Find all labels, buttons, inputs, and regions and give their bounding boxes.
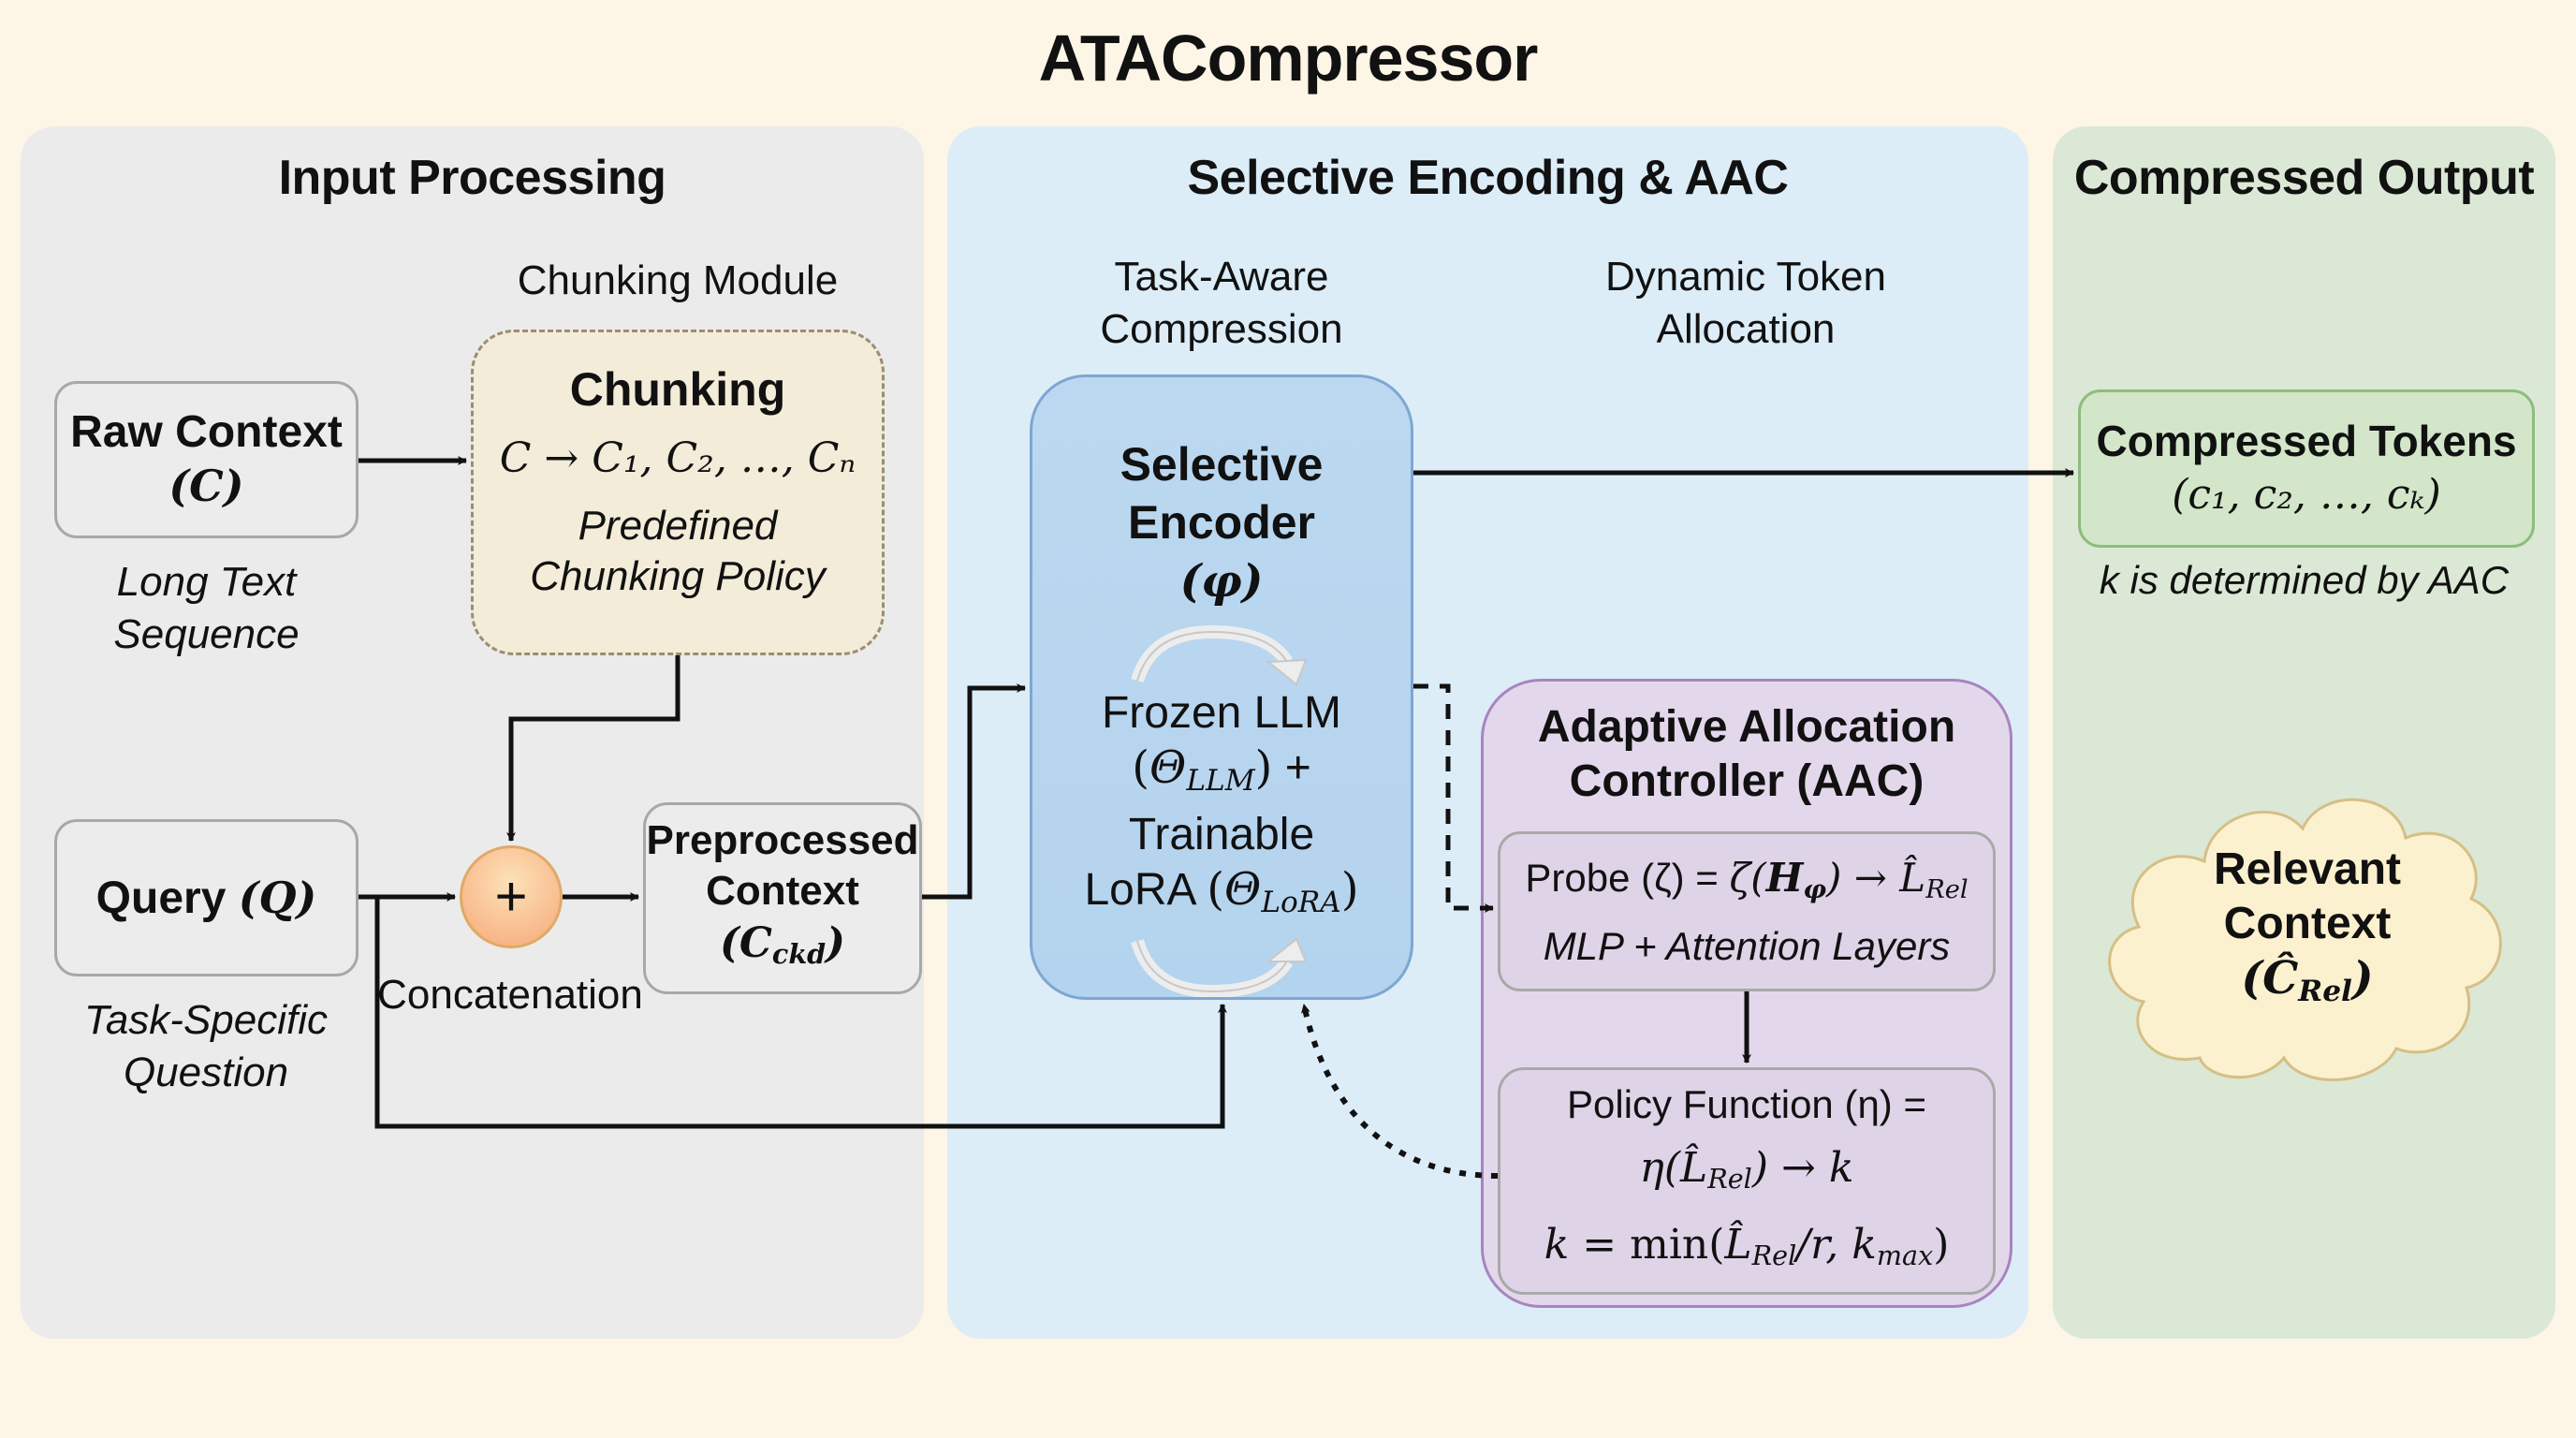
probe-box[interactable]: Probe (ζ) = ζ(Hφ) → L̂Rel MLP + Attentio… <box>1498 831 1996 991</box>
input-processing-panel <box>21 126 924 1339</box>
theta-lora-base: Θ <box>1223 863 1262 916</box>
raw-context-caption: Long Text Sequence <box>54 556 359 661</box>
encoder-title-line1: Selective <box>1120 438 1324 491</box>
encoder-title-line2: Encoder <box>1127 496 1316 549</box>
policy-line2: η(L̂Rel) → k <box>1639 1136 1853 1211</box>
concatenation-label: Concatenation <box>377 972 643 1018</box>
relevant-line2: Context <box>2223 899 2392 948</box>
dynamic-line1: Dynamic Token <box>1605 254 1886 300</box>
cycle-arrow-bottom-icon <box>1131 937 1308 997</box>
chunking-title: Chunking <box>569 363 786 416</box>
preprocessed-symbol-sub: ckd <box>771 938 827 971</box>
raw-context-caption-line1: Long Text <box>116 559 297 605</box>
raw-context-caption-line2: Sequence <box>113 611 300 657</box>
query-title: Query <box>95 873 239 923</box>
raw-context-symbol: (C) <box>168 461 244 511</box>
relevant-symbol: (ĈRel) <box>2241 952 2374 1008</box>
raw-context-box[interactable]: Raw Context (C) <box>54 381 359 538</box>
aac-title-line2: Controller (AAC) <box>1569 756 1925 806</box>
probe-L: L̂ <box>1899 855 1926 902</box>
lora-prefix: LoRA <box>1084 865 1208 915</box>
compressed-tokens-caption: k is determined by AAC <box>2099 558 2510 602</box>
task-aware-line1: Task-Aware <box>1114 254 1329 300</box>
relevant-line1: Relevant <box>2213 844 2402 894</box>
theta-llm-plus: + <box>1272 743 1311 794</box>
theta-llm-base: Θ <box>1149 741 1187 795</box>
theta-llm-line: (ΘLLM) + <box>1132 741 1311 798</box>
dynamic-token-label: Dynamic Token Allocation <box>1535 251 1956 356</box>
compressed-output-panel <box>2053 126 2555 1339</box>
query-caption: Task-Specific Question <box>37 994 374 1099</box>
task-aware-label: Task-Aware Compression <box>1039 251 1404 356</box>
policy-suffix: ) → k <box>1751 1144 1854 1193</box>
cycle-arrow-top-icon <box>1131 624 1308 686</box>
policy-eta: η( <box>1639 1144 1681 1193</box>
selective-encoder-box[interactable]: Selective Encoder (φ) Frozen LLM (ΘLLM) … <box>1030 374 1413 1000</box>
chunking-module-label: Chunking Module <box>517 257 839 303</box>
policy-L-sub: Rel <box>1707 1163 1752 1196</box>
probe-zeta: ζ( <box>1729 855 1766 902</box>
aac-title: Adaptive Allocation Controller (AAC) <box>1481 700 2012 809</box>
probe-H: H <box>1765 855 1804 902</box>
policy-L: L̂ <box>1680 1144 1708 1193</box>
policy-k-eq: k = <box>1544 1220 1631 1269</box>
policy3-kmax-sub: max <box>1876 1239 1934 1271</box>
plus-icon: + <box>494 865 528 928</box>
preprocessed-symbol-base: C <box>739 918 772 967</box>
chunking-box[interactable]: Chunking C → C₁, C₂, …, Cₙ Predefined Ch… <box>471 330 885 655</box>
theta-lora-sub: LoRA <box>1261 885 1341 919</box>
selective-encoding-heading: Selective Encoding & AAC <box>1187 151 1790 205</box>
preprocessed-line1: Preprocessed <box>646 816 919 863</box>
input-processing-heading: Input Processing <box>278 151 666 205</box>
aac-title-line1: Adaptive Allocation <box>1537 702 1956 752</box>
relevant-context-cloud <box>2108 798 2502 1081</box>
compressed-tokens-symbol: (c₁, c₂, …, cₖ) <box>2172 470 2441 519</box>
chunking-policy-line2: Chunking Policy <box>530 553 826 599</box>
policy-min: min( <box>1630 1220 1725 1269</box>
probe-layers: MLP + Attention Layers <box>1543 923 1951 968</box>
query-caption-line1: Task-Specific <box>83 997 329 1043</box>
probe-H-sub: φ <box>1803 873 1827 904</box>
probe-arrow: ) → <box>1826 855 1900 902</box>
preprocessed-symbol: (Cckd) <box>720 918 845 971</box>
dynamic-line2: Allocation <box>1656 306 1836 352</box>
relevant-symbol-sub: Rel <box>2298 974 2352 1008</box>
compressed-output-heading: Compressed Output <box>2073 151 2535 205</box>
compressed-tokens-title: Compressed Tokens <box>2096 416 2517 465</box>
relevant-symbol-base: Ĉ <box>2262 952 2299 1005</box>
policy-box[interactable]: Policy Function (η) = η(L̂Rel) → k k = m… <box>1498 1067 1996 1295</box>
raw-context-title: Raw Context <box>70 407 343 457</box>
policy3-L-sub: Rel <box>1751 1239 1797 1271</box>
lora-line: LoRA (ΘLoRA) <box>1084 863 1359 919</box>
compressed-tokens-box[interactable]: Compressed Tokens (c₁, c₂, …, cₖ) <box>2078 389 2535 548</box>
task-aware-line2: Compression <box>1100 306 1343 352</box>
trainable-line: Trainable <box>1128 810 1315 859</box>
probe-prefix: Probe (ζ) = <box>1525 856 1730 901</box>
query-box[interactable]: Query (Q) <box>54 819 359 976</box>
concatenation-node[interactable]: + <box>460 845 563 948</box>
relevant-context-label: Relevant Context (ĈRel) <box>2097 843 2518 1019</box>
policy3-close: ) <box>1933 1220 1950 1269</box>
diagram-title: ATACompressor <box>1038 22 1539 95</box>
theta-llm-sub: LLM <box>1186 764 1255 798</box>
chunking-policy-line1: Predefined <box>578 503 778 549</box>
preprocessed-context-box[interactable]: Preprocessed Context (Cckd) <box>643 802 922 994</box>
query-caption-line2: Question <box>123 1049 289 1095</box>
encoder-symbol: (φ) <box>1179 555 1264 608</box>
policy3-mid: /r, k <box>1796 1220 1877 1269</box>
frozen-llm-line: Frozen LLM <box>1101 688 1342 739</box>
preprocessed-line2: Context <box>706 867 859 914</box>
policy-line1: Policy Function (η) = <box>1567 1082 1926 1127</box>
policy3-L: L̂ <box>1724 1220 1752 1269</box>
query-symbol: (Q) <box>238 873 317 923</box>
probe-formula: Probe (ζ) = ζ(Hφ) → L̂Rel <box>1525 849 1968 919</box>
policy-line3: k = min(L̂Rel/r, kmax) <box>1544 1212 1950 1288</box>
probe-L-sub: Rel <box>1925 874 1969 904</box>
chunking-formula: C → C₁, C₂, …, Cₙ <box>499 434 856 482</box>
